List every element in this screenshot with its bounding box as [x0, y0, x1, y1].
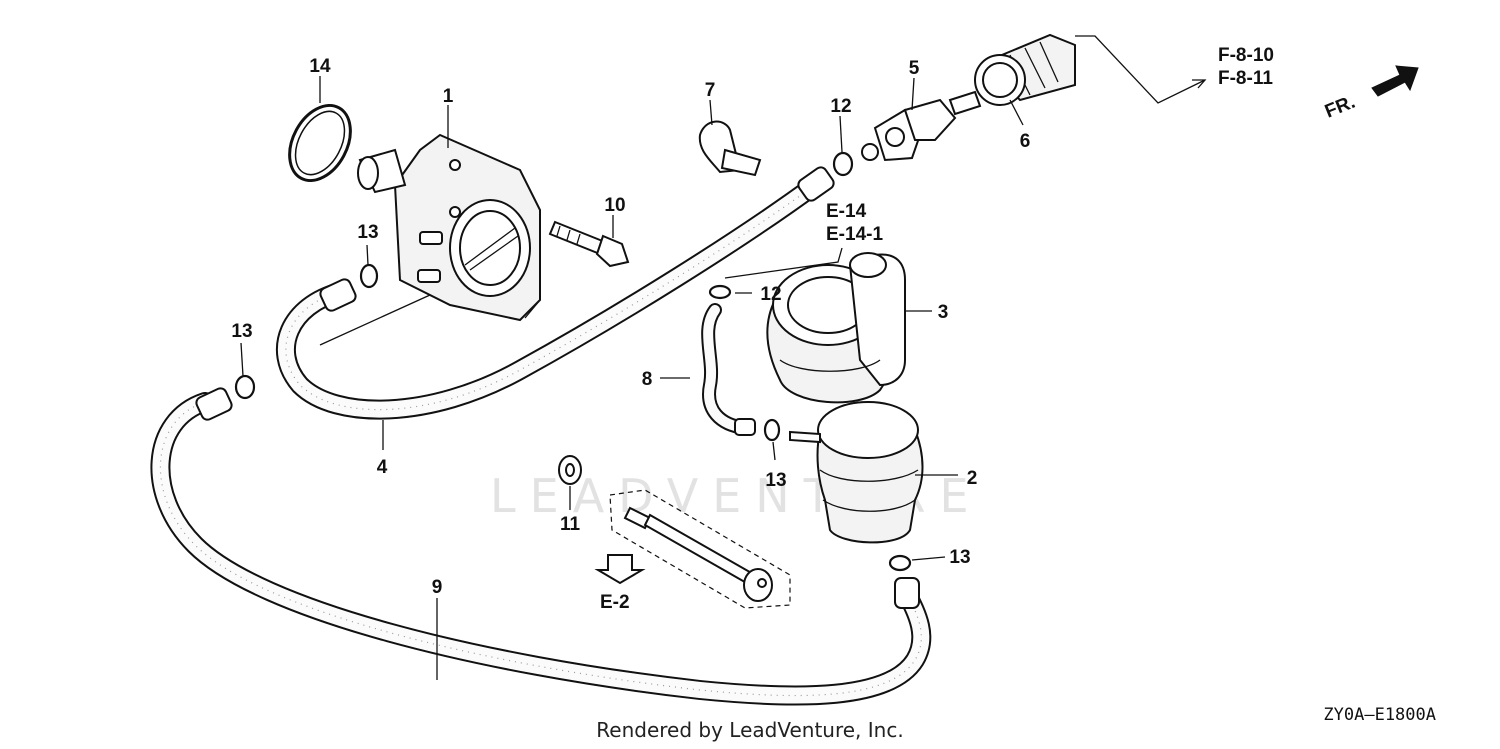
callout-13-a: 13	[357, 222, 378, 243]
filter-housing-3[interactable]	[766, 252, 906, 404]
bolt-10[interactable]	[548, 220, 630, 268]
clip-12-upper[interactable]	[832, 151, 854, 177]
front-direction-arrow-icon	[1371, 65, 1419, 97]
callout-7: 7	[705, 80, 716, 101]
callout-2: 2	[967, 468, 978, 489]
callout-13-d: 13	[949, 547, 970, 568]
diagram-code: ZY0A—E1800A	[1323, 705, 1436, 725]
filter-body-2[interactable]	[789, 401, 924, 544]
callout-11: 11	[560, 514, 581, 535]
e2-arrow-icon	[594, 554, 646, 585]
ref-f-8-11[interactable]: F-8-11	[1218, 68, 1273, 89]
hose-9[interactable]	[150, 386, 932, 706]
clip-12-lower[interactable]	[708, 284, 732, 300]
clip-13-a[interactable]	[359, 263, 379, 289]
callout-14: 14	[309, 56, 331, 77]
washer-11[interactable]	[558, 455, 582, 485]
credit-text: Rendered by LeadVenture, Inc.	[596, 718, 903, 742]
clip-13-c[interactable]	[763, 418, 781, 442]
e2-detail	[609, 489, 791, 609]
cap-6[interactable]	[974, 33, 1076, 106]
ref-f-8-10[interactable]: F-8-10	[1218, 45, 1274, 66]
clip-13-b[interactable]	[234, 374, 256, 400]
callout-4: 4	[377, 457, 388, 478]
ref-e-14[interactable]: E-14	[826, 201, 867, 222]
clamp-7[interactable]	[698, 120, 762, 177]
callout-12-lower: 12	[760, 284, 781, 305]
ref-e-14-1[interactable]: E-14-1	[826, 224, 883, 245]
callout-13-c: 13	[765, 470, 786, 491]
fuel-pump-1[interactable]	[357, 133, 541, 322]
callout-5: 5	[909, 58, 920, 79]
front-label: FR.	[1322, 92, 1358, 123]
clip-13-d[interactable]	[888, 554, 912, 572]
callout-10: 10	[604, 195, 625, 216]
valve-5[interactable]	[861, 90, 982, 162]
hose-8[interactable]	[701, 303, 756, 436]
callout-1: 1	[443, 86, 454, 107]
callout-12-upper: 12	[830, 96, 851, 117]
callout-9: 9	[432, 577, 443, 598]
leader-lines	[240, 35, 1207, 680]
callout-8: 8	[642, 369, 653, 390]
callout-13-b: 13	[231, 321, 252, 342]
ref-e-2[interactable]: E-2	[600, 592, 630, 613]
callout-3: 3	[938, 302, 949, 323]
hose-4[interactable]	[275, 165, 836, 420]
o-ring-14[interactable]	[277, 95, 362, 191]
callout-6: 6	[1020, 131, 1031, 152]
